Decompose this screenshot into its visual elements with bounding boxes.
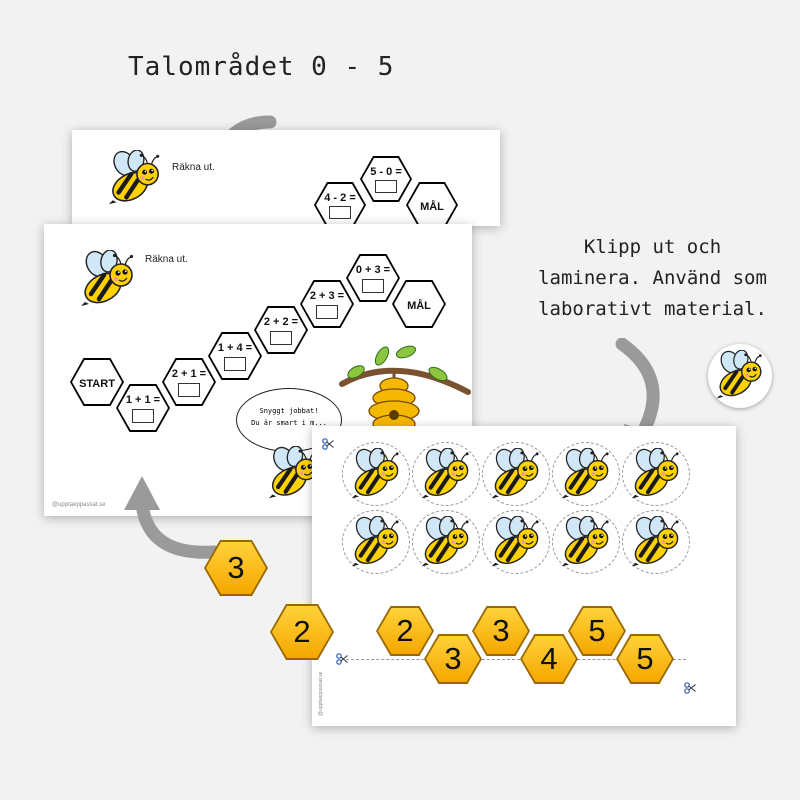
bee-cutout xyxy=(552,510,620,574)
instruction-text: Räkna ut. xyxy=(172,162,215,173)
note-line-2: laminera. Använd som xyxy=(538,267,767,289)
bee-icon xyxy=(106,150,164,208)
number-tile: 5 xyxy=(568,606,626,656)
speech-line-2: Du är smart i m... xyxy=(251,419,327,427)
bee-cutout xyxy=(412,510,480,574)
hex-exercise-2: 2 + 1 = xyxy=(162,358,216,406)
bee-cutout xyxy=(622,442,690,506)
instruction-text: Räkna ut. xyxy=(145,254,188,265)
bee-icon xyxy=(559,448,613,502)
bee-cutout xyxy=(622,510,690,574)
credit-text: @upptaeppassat.se xyxy=(318,671,324,716)
number-tile: 4 xyxy=(520,634,578,684)
bee-cutout xyxy=(412,442,480,506)
number-tile: 3 xyxy=(472,606,530,656)
curved-arrow-icon xyxy=(124,476,221,559)
hex-goal: MÅL xyxy=(392,280,446,328)
hex-exercise-5: 2 + 3 = xyxy=(300,280,354,328)
note-line-1: Klipp ut och xyxy=(583,236,722,258)
cut-line xyxy=(346,659,686,660)
front-worksheet: Räkna ut. START 1 + 1 = 2 + 1 = 1 + 4 = … xyxy=(44,224,472,516)
bee-icon xyxy=(559,516,613,570)
bee-icon xyxy=(629,448,683,502)
hex-exercise-3: 1 + 4 = xyxy=(208,332,262,380)
bee-icon xyxy=(629,516,683,570)
hex-exercise-back-1: 4 - 2 = xyxy=(314,182,366,228)
bee-cutout xyxy=(552,442,620,506)
hex-exercise-4: 2 + 2 = xyxy=(254,306,308,354)
bee-cutout xyxy=(342,510,410,574)
cutout-sheet: 2 3 3 4 5 5 @upptaeppassat.se xyxy=(312,426,736,726)
speech-line-1: Snyggt jobbat! xyxy=(259,407,319,415)
hex-start: START xyxy=(70,358,124,406)
bee-icon xyxy=(349,516,403,570)
credit-text: @upptaeppassat.se xyxy=(52,502,106,508)
hex-exercise-6: 0 + 3 = xyxy=(346,254,400,302)
bee-icon xyxy=(489,516,543,570)
bee-icon xyxy=(714,350,766,402)
scissors-icon xyxy=(322,438,334,450)
bee-cutout xyxy=(482,510,550,574)
scissors-icon xyxy=(336,653,348,665)
number-tile: 5 xyxy=(616,634,674,684)
bee-cutout xyxy=(342,442,410,506)
page-heading: Talområdet 0 - 5 xyxy=(128,52,395,82)
scissors-icon xyxy=(684,682,696,694)
bee-icon xyxy=(419,448,473,502)
bee-icon xyxy=(349,448,403,502)
hex-goal-back: MÅL xyxy=(406,182,458,228)
bee-icon xyxy=(78,250,138,310)
back-worksheet: Räkna ut. 4 - 2 = 5 - 0 = MÅL xyxy=(72,130,500,228)
note-line-3: laborativt material. xyxy=(538,298,767,320)
bee-icon xyxy=(419,516,473,570)
hex-exercise-back-2: 5 - 0 = xyxy=(360,156,412,202)
instruction-note: Klipp ut och laminera. Använd som labora… xyxy=(505,232,800,325)
loose-bee-token xyxy=(708,344,772,408)
bee-cutout xyxy=(482,442,550,506)
number-tile: 3 xyxy=(424,634,482,684)
hex-exercise-1: 1 + 1 = xyxy=(116,384,170,432)
bee-icon xyxy=(489,448,543,502)
number-tile: 2 xyxy=(376,606,434,656)
